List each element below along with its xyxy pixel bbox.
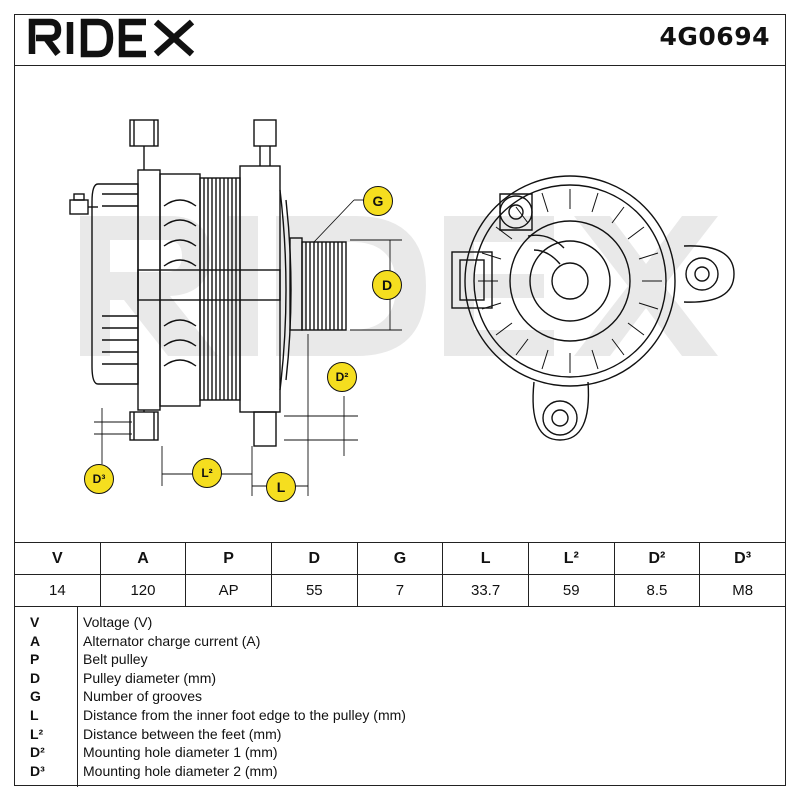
front-view bbox=[451, 175, 735, 441]
badge-pulley-diameter: D bbox=[372, 270, 402, 300]
badge-grooves: G bbox=[363, 186, 393, 216]
legend-item: P Belt pulley bbox=[14, 650, 786, 669]
value-pulley-diameter: 55 bbox=[270, 574, 358, 607]
header-feet-distance: L² bbox=[527, 542, 615, 575]
legend-key: L bbox=[30, 707, 39, 723]
legend-text: Distance from the inner foot edge to the… bbox=[83, 707, 406, 723]
value-hole-diameter-1: 8.5 bbox=[613, 574, 701, 607]
header-hole-diameter-1: D² bbox=[613, 542, 701, 575]
header-pulley-diameter: D bbox=[270, 542, 358, 575]
legend-key: A bbox=[30, 632, 41, 649]
header-bar bbox=[14, 14, 786, 66]
header-current: A bbox=[99, 542, 187, 575]
sheet-frame bbox=[14, 14, 786, 786]
legend-text: Mounting hole diameter 2 (mm) bbox=[83, 762, 278, 779]
legend-item: D Pulley diameter (mm) bbox=[14, 669, 786, 688]
value-hole-diameter-2: M8 bbox=[699, 574, 786, 607]
legend-item: L Distance from the inner foot edge to t… bbox=[14, 706, 786, 725]
legend-item: G Number of grooves bbox=[14, 687, 786, 706]
legend-key: L² bbox=[30, 725, 44, 742]
value-feet-distance: 59 bbox=[527, 574, 615, 607]
technical-drawing: G D D² D³ L² L bbox=[14, 66, 786, 542]
legend-text: Voltage (V) bbox=[83, 614, 153, 630]
value-grooves: 7 bbox=[356, 574, 444, 607]
legend-text: Pulley diameter (mm) bbox=[83, 669, 217, 686]
legend-key: D bbox=[30, 669, 41, 686]
side-view bbox=[69, 119, 347, 447]
legend-key: D³ bbox=[30, 762, 45, 779]
header-pulley-distance: L bbox=[442, 542, 529, 575]
legend-text: Mounting hole diameter 1 (mm) bbox=[83, 744, 278, 761]
legend-key: V bbox=[30, 614, 40, 630]
part-number: 4G0694 bbox=[659, 22, 770, 51]
alternator-drawing bbox=[69, 119, 735, 496]
legend-item: D³ Mounting hole diameter 2 (mm) bbox=[14, 762, 786, 781]
value-pulley-distance: 33.7 bbox=[442, 574, 529, 607]
specs-table: V A P D G L L² D² D³ 14 120 AP 55 7 33.7… bbox=[14, 542, 786, 607]
value-voltage: 14 bbox=[14, 574, 101, 607]
legend-text: Number of grooves bbox=[83, 688, 203, 705]
legend-text: Alternator charge current (A) bbox=[83, 632, 261, 649]
badge-pulley-distance: L bbox=[266, 472, 296, 502]
legend-item: V Voltage (V) bbox=[14, 613, 786, 632]
header-voltage: V bbox=[14, 542, 101, 575]
specs-value-row: 14 120 AP 55 7 33.7 59 8.5 M8 bbox=[14, 574, 786, 607]
ridex-logo bbox=[28, 18, 195, 58]
header-hole-diameter-2: D³ bbox=[699, 542, 786, 575]
badge-mounting-hole-2: D³ bbox=[84, 464, 114, 494]
legend-key: D² bbox=[30, 744, 45, 761]
specs-header-row: V A P D G L L² D² D³ bbox=[14, 542, 786, 575]
legend-text: Belt pulley bbox=[83, 651, 148, 668]
legend-item: L² Distance between the feet (mm) bbox=[14, 725, 786, 744]
value-current: 120 bbox=[99, 574, 187, 607]
badge-mounting-hole-1: D² bbox=[327, 362, 357, 392]
value-pulley: AP bbox=[185, 574, 272, 607]
legend-divider bbox=[77, 607, 78, 787]
badge-feet-distance: L² bbox=[192, 458, 222, 488]
legend: V Voltage (V) A Alternator charge curren… bbox=[14, 606, 786, 787]
legend-key: P bbox=[30, 651, 40, 668]
legend-item: A Alternator charge current (A) bbox=[14, 632, 786, 651]
legend-item: D² Mounting hole diameter 1 (mm) bbox=[14, 743, 786, 762]
legend-text: Distance between the feet (mm) bbox=[83, 725, 282, 742]
legend-key: G bbox=[30, 688, 41, 705]
header-pulley: P bbox=[185, 542, 272, 575]
header-grooves: G bbox=[356, 542, 444, 575]
